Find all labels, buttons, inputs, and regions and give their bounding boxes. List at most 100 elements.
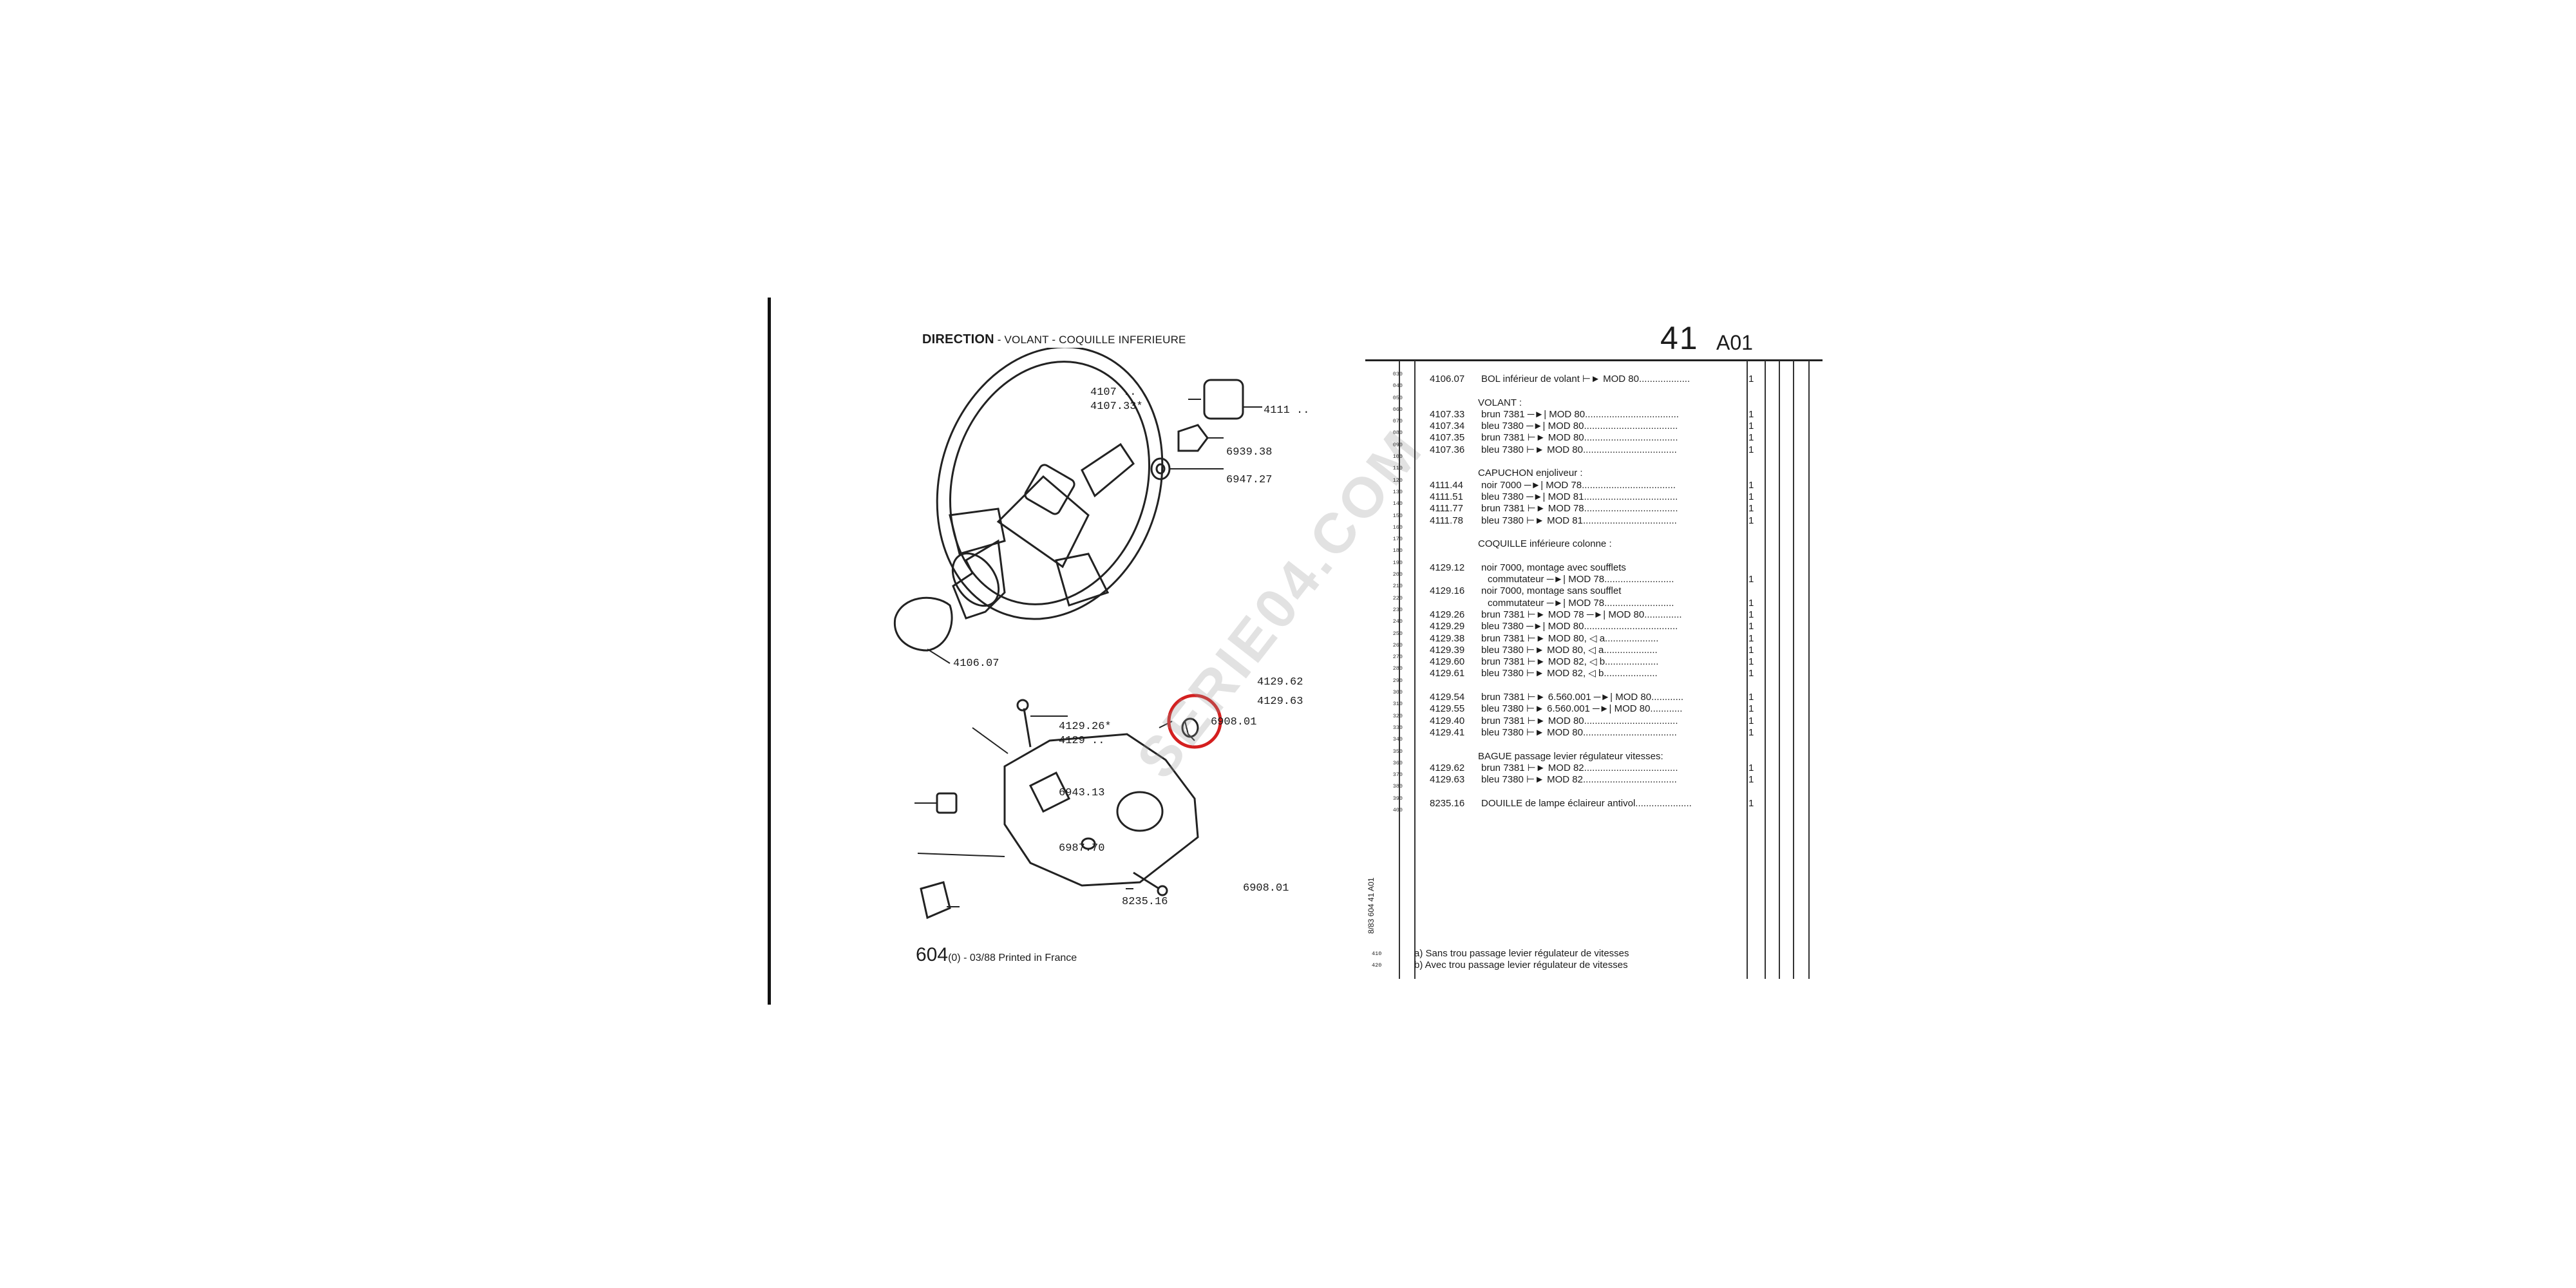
line-number: 290 bbox=[1392, 677, 1403, 684]
part-quantity: 1 bbox=[1748, 715, 1754, 726]
line-number: 340 bbox=[1392, 736, 1403, 743]
ring-bushing bbox=[1181, 717, 1199, 738]
part-quantity: 1 bbox=[1748, 432, 1754, 444]
part-code: 4129.55 bbox=[1430, 703, 1465, 715]
line-number-420: 420 bbox=[1372, 962, 1382, 969]
parts-row bbox=[1430, 385, 1752, 397]
part-quantity: 1 bbox=[1748, 574, 1754, 585]
part-description: bleu 7380 ─►| MOD 80....................… bbox=[1481, 621, 1678, 632]
line-number: 170 bbox=[1392, 536, 1403, 543]
part-description: commutateur ─►| MOD 78..................… bbox=[1488, 574, 1674, 585]
screw-top bbox=[1023, 708, 1032, 748]
part-quantity: 1 bbox=[1748, 421, 1754, 432]
line-number: 100 bbox=[1392, 453, 1403, 460]
line-number: 050 bbox=[1392, 394, 1403, 401]
lamp-socket bbox=[920, 881, 951, 920]
line-number: 330 bbox=[1392, 724, 1403, 731]
line-number: 300 bbox=[1392, 689, 1403, 696]
line-number: 120 bbox=[1392, 477, 1403, 484]
part-description: brun 7381 ⊢► MOD 80.....................… bbox=[1481, 432, 1678, 444]
parts-row: commutateur ─►| MOD 78..................… bbox=[1430, 598, 1754, 609]
part-quantity: 1 bbox=[1748, 692, 1754, 703]
table-rule-2 bbox=[1414, 361, 1416, 979]
part-code: 4107.33 bbox=[1430, 408, 1465, 420]
part-code: 4107.34 bbox=[1430, 421, 1465, 432]
part-code: 4129.16 bbox=[1430, 585, 1465, 597]
table-rule-3 bbox=[1747, 361, 1748, 979]
line-number: 400 bbox=[1392, 806, 1403, 813]
part-description: brun 7381 ⊢► MOD 80.....................… bbox=[1481, 715, 1678, 726]
label-6908-01-bottom: 6908.01 bbox=[1243, 882, 1289, 895]
spoke-left bbox=[949, 507, 1006, 555]
part-code: 4129.54 bbox=[1430, 692, 1465, 703]
parts-row: 4107.33 brun 7381 ─►| MOD 80.............… bbox=[1430, 408, 1754, 421]
hub-center bbox=[1024, 464, 1075, 515]
table-rule-1 bbox=[1399, 361, 1400, 979]
part-quantity: 1 bbox=[1748, 444, 1754, 455]
part-quantity: 1 bbox=[1748, 668, 1754, 679]
screw-head-top bbox=[1016, 699, 1029, 712]
screw-bottom bbox=[1133, 871, 1160, 890]
page-binding-rule bbox=[768, 298, 771, 1005]
label-4129: 4129 .. bbox=[1059, 735, 1105, 747]
part-description: brun 7381 ─►| MOD 80....................… bbox=[1481, 408, 1679, 420]
part-description: bleu 7380 ─►| MOD 81....................… bbox=[1481, 491, 1678, 502]
line-number: 220 bbox=[1392, 594, 1403, 601]
label-6947-27: 6947.27 bbox=[1226, 474, 1273, 486]
parts-row: COQUILLE inférieure colonne : bbox=[1430, 538, 1752, 550]
steering-wheel-rim-inner bbox=[949, 361, 1151, 605]
part-description: COQUILLE inférieure colonne : bbox=[1478, 538, 1612, 550]
part-code: 4107.35 bbox=[1430, 432, 1465, 444]
part-quantity: 1 bbox=[1748, 491, 1754, 502]
part-quantity: 1 bbox=[1748, 503, 1754, 515]
part-description: brun 7381 ⊢► 6.560.001 ─►| MOD 80.......… bbox=[1481, 692, 1684, 703]
part-description: CAPUCHON enjoliveur : bbox=[1478, 468, 1583, 479]
part-code: 4129.38 bbox=[1430, 632, 1465, 644]
line-number: 380 bbox=[1392, 783, 1403, 790]
footer-print-info: (0) - 03/88 Printed in France bbox=[948, 952, 1077, 963]
line-number: 190 bbox=[1392, 559, 1403, 566]
label-4129-26: 4129.26* bbox=[1059, 721, 1112, 733]
steering-column bbox=[952, 539, 1006, 620]
part-description: brun 7381 ⊢► MOD 82, ◁ b................… bbox=[1481, 656, 1659, 668]
highlight-circle bbox=[1167, 694, 1222, 749]
part-quantity: 1 bbox=[1748, 644, 1754, 656]
part-quantity: 1 bbox=[1748, 774, 1754, 786]
label-4129-63: 4129.63 bbox=[1257, 696, 1303, 708]
shell-screw-hole bbox=[1081, 837, 1096, 850]
line-number: 090 bbox=[1392, 441, 1403, 448]
line-number: 040 bbox=[1392, 383, 1403, 390]
line-number: 370 bbox=[1392, 772, 1403, 779]
footnotes: a) Sans trou passage levier régulateur d… bbox=[1414, 948, 1629, 971]
part-description: bleu 7380 ─►| MOD 80....................… bbox=[1481, 421, 1678, 432]
line-number: 150 bbox=[1392, 512, 1403, 519]
part-code: 4129.26 bbox=[1430, 609, 1465, 620]
clip-part bbox=[936, 792, 958, 814]
label-4107: 4107 .. bbox=[1090, 386, 1137, 399]
part-quantity: 1 bbox=[1748, 797, 1754, 809]
part-code: 8235.16 bbox=[1430, 797, 1465, 809]
part-description: commutateur ─►| MOD 78..................… bbox=[1488, 597, 1674, 609]
part-description: brun 7381 ⊢► MOD 82.....................… bbox=[1481, 762, 1678, 773]
line-number: 030 bbox=[1392, 371, 1403, 377]
part-code: 4129.12 bbox=[1430, 562, 1465, 573]
lower-shell bbox=[1003, 733, 1199, 887]
line-number: 200 bbox=[1392, 571, 1403, 578]
spoke-bottom bbox=[1055, 553, 1110, 607]
title-sub: - VOLANT - COQUILLE INFERIEURE bbox=[994, 334, 1186, 346]
line-number: 390 bbox=[1392, 795, 1403, 802]
part-description: BOL inférieur de volant ⊢► MOD 80.......… bbox=[1481, 374, 1690, 384]
line-number: 160 bbox=[1392, 524, 1403, 531]
line-number: 060 bbox=[1392, 406, 1403, 413]
line-number: 360 bbox=[1392, 759, 1403, 766]
spoke-right bbox=[1081, 442, 1135, 498]
part-quantity: 1 bbox=[1748, 479, 1754, 491]
part-quantity: 1 bbox=[1748, 408, 1754, 420]
